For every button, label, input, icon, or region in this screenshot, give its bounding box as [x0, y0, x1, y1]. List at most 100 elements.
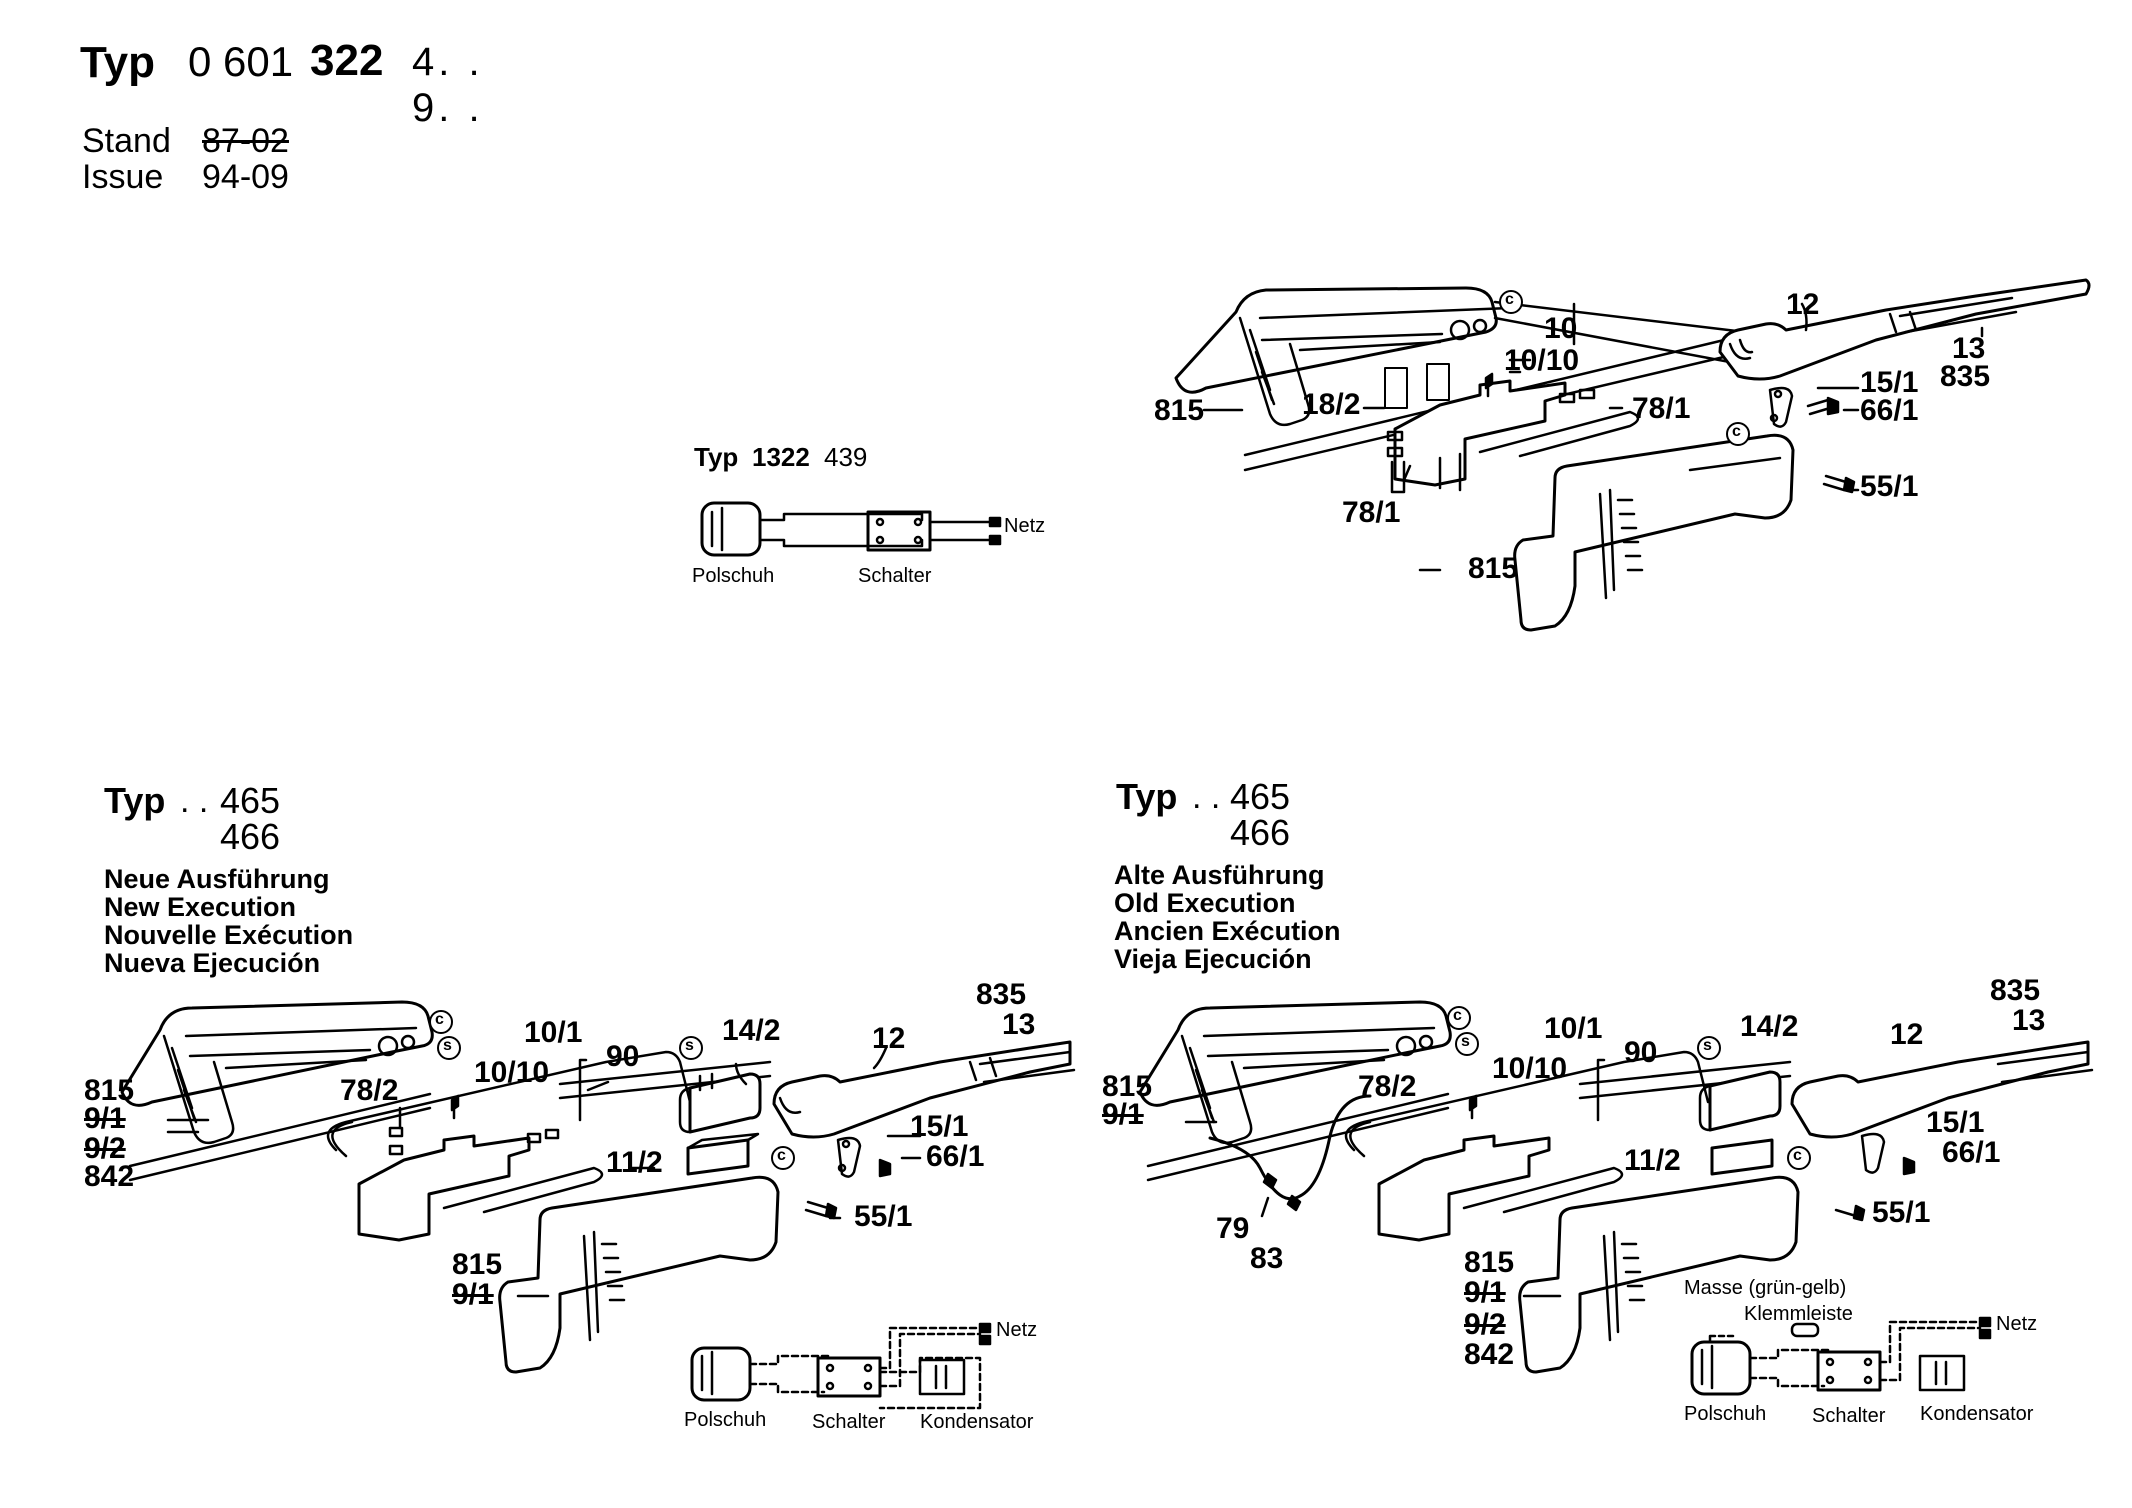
- typ-number-prefix: 0 601: [188, 38, 294, 85]
- top-part-15-1: 15/1: [1860, 366, 1919, 399]
- top-part-66-1: 66/1: [1860, 394, 1919, 427]
- top-typ-number: 439: [824, 442, 868, 472]
- left-part-11-2: 11/2: [606, 1146, 663, 1179]
- left-part-842: 842: [84, 1160, 135, 1193]
- top-label-polschuh: Polschuh: [692, 565, 775, 587]
- top-part-78-1-b: 78/1: [1342, 496, 1401, 529]
- issue-label: Issue: [82, 158, 164, 196]
- right-s-mark-2: s: [1703, 1037, 1712, 1054]
- left-label-schalter: Schalter: [812, 1411, 886, 1433]
- left-part-815-a: 815: [84, 1074, 135, 1107]
- top-part-78-1-a: 78/1: [1632, 392, 1691, 425]
- right-part-815-a: 815: [1102, 1070, 1153, 1103]
- right-label-masse: Masse (grün-gelb): [1684, 1277, 1847, 1299]
- right-typ-dots: . .: [1192, 778, 1221, 816]
- right-small-wiring-diagram: [1690, 1316, 1992, 1396]
- top-part-10-10: 10/10: [1504, 344, 1580, 377]
- left-part-15-1: 15/1: [910, 1110, 969, 1143]
- top-part-12: 12: [1786, 288, 1820, 321]
- top-part-835: 835: [1940, 360, 1991, 393]
- left-part-9-1-b: 9/1: [452, 1278, 494, 1311]
- right-typ-b: 466: [1230, 812, 1291, 853]
- right-s-mark-1: s: [1461, 1033, 1470, 1050]
- top-typ-word: Typ: [694, 442, 739, 472]
- right-part-13: 13: [2012, 1004, 2046, 1037]
- left-label-polschuh: Polschuh: [684, 1409, 767, 1431]
- top-part-815-a: 815: [1154, 394, 1205, 427]
- left-desc-es: Nueva Ejecución: [104, 948, 321, 978]
- left-part-66-1: 66/1: [926, 1140, 985, 1173]
- left-part-55-1: 55/1: [854, 1200, 913, 1233]
- right-part-842: 842: [1464, 1338, 1515, 1371]
- top-label-schalter: Schalter: [858, 565, 932, 587]
- right-desc-es: Vieja Ejecución: [1114, 944, 1312, 974]
- right-label-kondensator: Kondensator: [1920, 1403, 2034, 1425]
- right-part-55-1: 55/1: [1872, 1196, 1931, 1229]
- top-small-wiring-diagram: [700, 501, 1002, 557]
- left-part-815-b: 815: [452, 1248, 503, 1281]
- right-part-10-10: 10/10: [1492, 1052, 1568, 1085]
- left-exploded-view: [120, 1000, 1076, 1374]
- left-s-mark-2: s: [685, 1037, 694, 1054]
- top-part-55-1: 55/1: [1860, 470, 1919, 503]
- right-part-14-2: 14/2: [1740, 1010, 1799, 1043]
- right-part-9-2: 9/2: [1464, 1308, 1506, 1341]
- typ-number-bold: 322: [310, 36, 384, 85]
- top-part-13: 13: [1952, 332, 1986, 365]
- left-small-wiring-diagram: [690, 1322, 992, 1410]
- variant-b: 9. .: [412, 86, 484, 130]
- left-s-mark-1: s: [443, 1037, 452, 1054]
- left-typ-a: 465: [220, 780, 281, 821]
- right-part-835: 835: [1990, 974, 2041, 1007]
- right-desc-en: Old Execution: [1114, 888, 1296, 918]
- left-part-90: 90: [606, 1040, 640, 1073]
- left-typ-dots: . .: [180, 782, 209, 820]
- left-part-78-2: 78/2: [340, 1074, 399, 1107]
- top-typ-bold: 1322: [752, 442, 810, 472]
- left-part-12: 12: [872, 1022, 906, 1055]
- right-typ-a: 465: [1230, 776, 1291, 817]
- left-part-9-2: 9/2: [84, 1132, 126, 1165]
- left-typ-word: Typ: [104, 780, 166, 821]
- right-label-polschuh: Polschuh: [1684, 1403, 1767, 1425]
- right-c-mark-2: c: [1793, 1147, 1802, 1164]
- issue-value: 94-09: [202, 158, 289, 196]
- top-part-815-b: 815: [1468, 552, 1519, 585]
- left-label-netz: Netz: [996, 1319, 1038, 1341]
- left-label-kondensator: Kondensator: [920, 1411, 1034, 1433]
- right-part-11-2: 11/2: [1624, 1144, 1681, 1177]
- top-exploded-view: [1174, 278, 2091, 632]
- left-desc-fr: Nouvelle Exécution: [104, 920, 354, 950]
- left-desc-de: Neue Ausführung: [104, 864, 330, 894]
- left-part-10-1: 10/1: [524, 1016, 583, 1049]
- right-part-79: 79: [1216, 1212, 1250, 1245]
- typ-word: Typ: [80, 38, 155, 87]
- right-part-90: 90: [1624, 1036, 1658, 1069]
- top-c-mark-2: c: [1732, 423, 1741, 440]
- right-part-9-1-a: 9/1: [1102, 1098, 1144, 1131]
- right-part-15-1: 15/1: [1926, 1106, 1985, 1139]
- right-part-9-1-b: 9/1: [1464, 1276, 1506, 1309]
- right-part-815-b: 815: [1464, 1246, 1515, 1279]
- stand-label: Stand: [82, 122, 171, 160]
- right-part-12: 12: [1890, 1018, 1924, 1051]
- right-label-netz: Netz: [1996, 1313, 2038, 1335]
- right-part-66-1: 66/1: [1942, 1136, 2001, 1169]
- left-part-9-1-a: 9/1: [84, 1102, 126, 1135]
- left-part-13: 13: [1002, 1008, 1036, 1041]
- left-desc-en: New Execution: [104, 892, 297, 922]
- right-desc-de: Alte Ausführung: [1114, 860, 1325, 890]
- left-c-mark-1: c: [435, 1011, 444, 1028]
- left-part-835: 835: [976, 978, 1027, 1011]
- right-c-mark-1: c: [1453, 1007, 1462, 1024]
- right-part-10-1: 10/1: [1544, 1012, 1603, 1045]
- left-typ-b: 466: [220, 816, 281, 857]
- top-part-18-2: 18/2: [1302, 388, 1361, 421]
- left-c-mark-2: c: [777, 1147, 786, 1164]
- top-label-netz: Netz: [1004, 515, 1046, 537]
- right-exploded-view: [1138, 1000, 2094, 1374]
- top-part-10: 10: [1544, 312, 1578, 345]
- right-part-83: 83: [1250, 1242, 1284, 1275]
- right-label-schalter: Schalter: [1812, 1405, 1886, 1427]
